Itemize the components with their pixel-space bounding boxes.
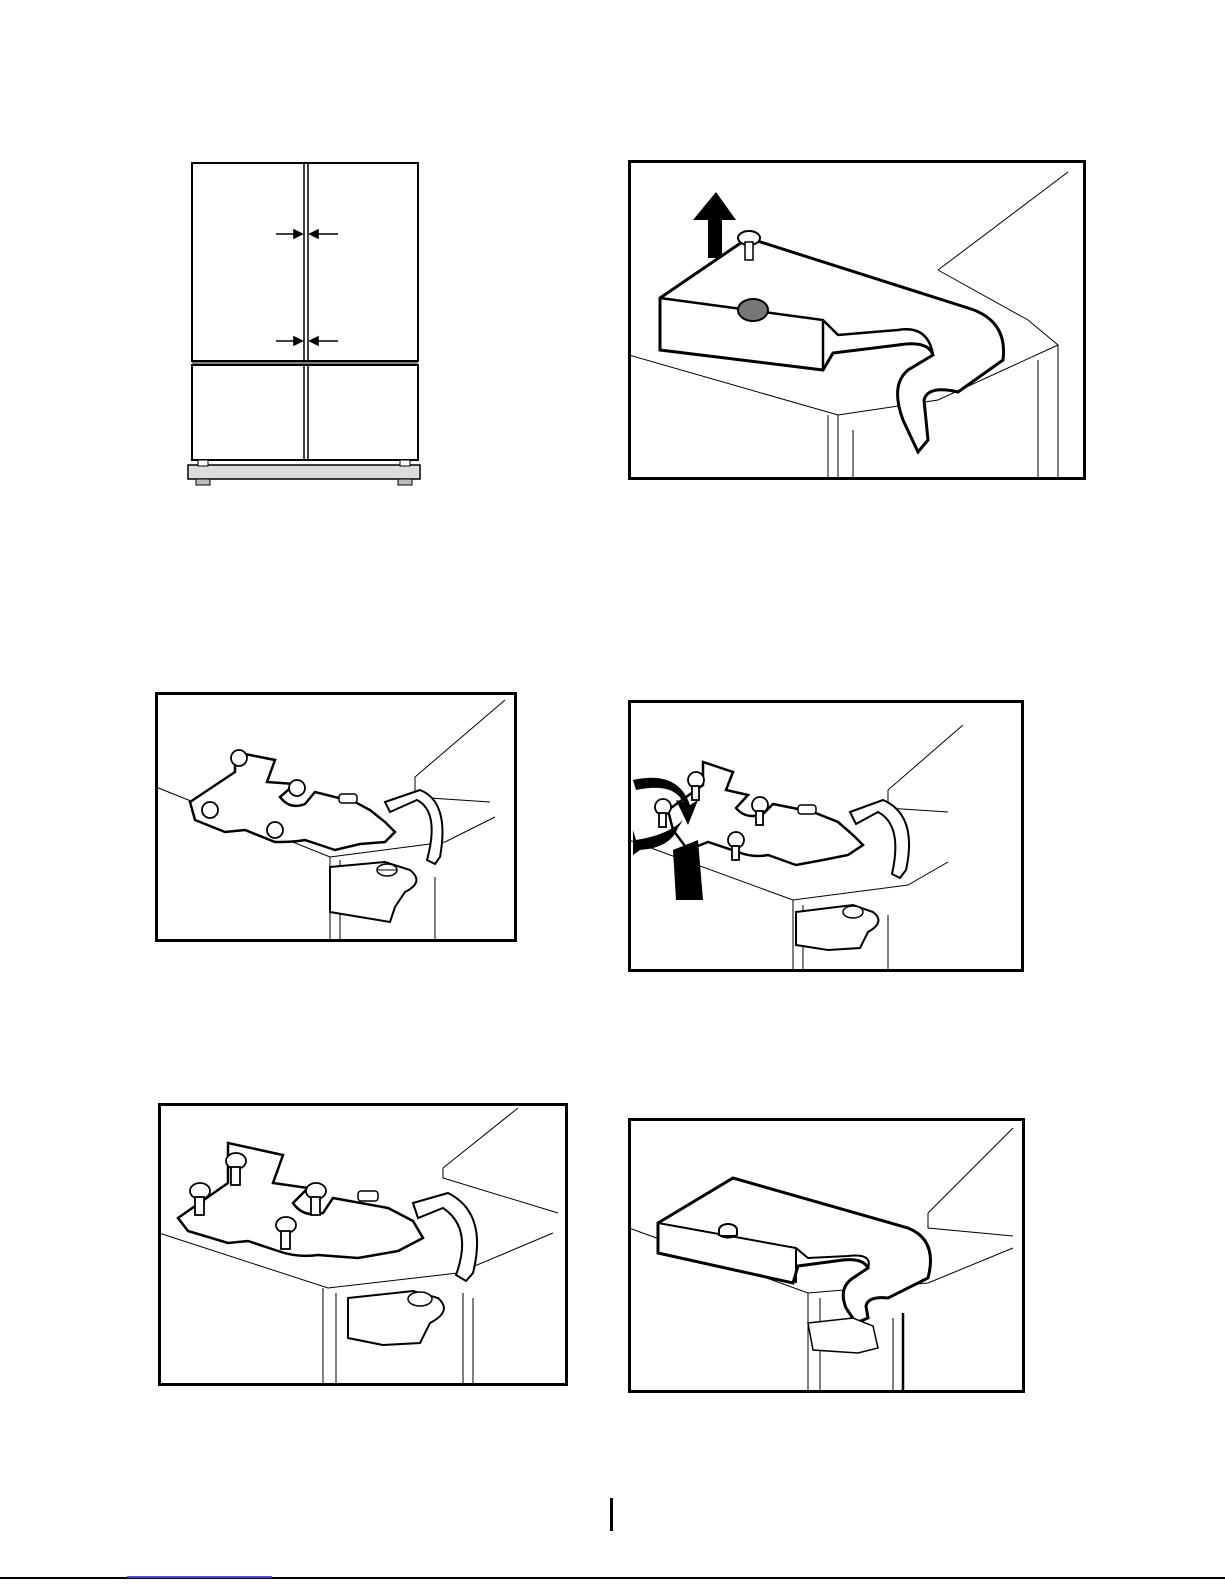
footer-link-text[interactable]	[127, 1562, 272, 1576]
hinge-loosen-screws-figure	[628, 700, 1024, 972]
door-gap-arrows	[276, 230, 338, 345]
hinge-cover-removal-figure	[628, 160, 1086, 480]
hinge-adjusted-figure	[158, 1103, 568, 1386]
page-number-mark	[610, 1498, 613, 1531]
hinge-cover-refit-figure	[628, 1118, 1025, 1393]
fridge-front-view-figure	[178, 155, 438, 495]
hinge-pin-icon	[377, 864, 397, 876]
hinge-cover-lift-arrow-icon	[628, 160, 1086, 480]
screw-cap-icon	[719, 1224, 737, 1238]
fridge-front-door-gap-icon	[178, 155, 438, 495]
footer-link-underline[interactable]	[127, 1576, 272, 1578]
hinge-plate-screws-icon	[155, 692, 517, 942]
hinge-cover-closed-icon	[628, 1118, 1025, 1393]
hinge-plate-raised-screws-icon	[158, 1103, 568, 1386]
hinge-plate-screws-figure	[155, 692, 517, 942]
rotate-screws-arrow-icon	[628, 700, 1024, 972]
page-number	[596, 1498, 620, 1532]
